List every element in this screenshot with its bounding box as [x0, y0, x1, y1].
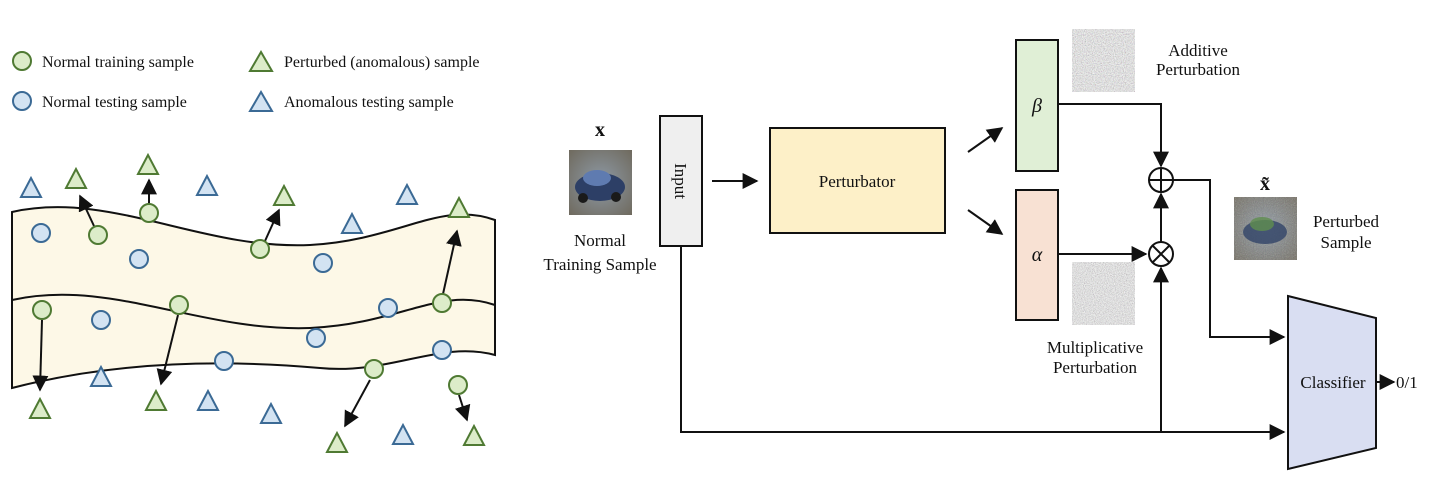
perturbator-label: Perturbator — [819, 172, 896, 191]
anomalous-sample — [196, 388, 220, 411]
multiplicative-line1: Multiplicative — [1047, 338, 1143, 357]
perturbed-sample — [325, 430, 349, 453]
perturbed-sample — [462, 423, 486, 446]
legend-anomalous-testing: Anomalous testing sample — [284, 94, 454, 111]
x-label: x — [595, 119, 605, 141]
perturb-arrow — [156, 314, 179, 386]
perturb-arrow — [454, 394, 471, 422]
perturb-arrow — [264, 208, 281, 242]
anomalous-sample — [195, 173, 219, 196]
beta-block — [1015, 39, 1059, 172]
training-sample — [448, 375, 468, 395]
arrow-input-to-classifier — [680, 246, 1286, 440]
anomalous-sample — [340, 211, 364, 234]
manifold-band — [11, 206, 496, 390]
legend-perturbed-triangle — [248, 50, 274, 72]
perturb-arrow — [442, 229, 462, 295]
anomalous-testing-samples — [19, 173, 419, 445]
training-sample — [169, 295, 189, 315]
perturbed-sample — [28, 396, 52, 419]
anomalous-sample — [395, 182, 419, 205]
arrow-plus-to-classifier — [1173, 179, 1286, 345]
perturb-arrow — [32, 319, 49, 392]
legend-perturbed: Perturbed (anomalous) sample — [284, 54, 480, 71]
output-label: 0/1 — [1396, 373, 1418, 392]
normal-manifold — [11, 206, 496, 390]
classifier-block — [1287, 294, 1377, 471]
normal-training-samples — [32, 203, 468, 395]
training-sample — [88, 225, 108, 245]
perturbed-line2: Sample — [1321, 233, 1372, 252]
training-sample — [32, 300, 52, 320]
pipeline: x Normal Training Sample Input Perturbat… — [543, 29, 1418, 471]
additive-line2: Perturbation — [1156, 60, 1241, 79]
perturbation-arrows — [32, 178, 471, 428]
anomalous-sample — [19, 175, 43, 198]
multiplicative-line2: Perturbation — [1053, 358, 1138, 377]
arrow-perturbator-to-beta — [967, 127, 1004, 153]
testing-sample — [91, 310, 111, 330]
legend-test-circle — [12, 91, 32, 111]
alpha-block — [1015, 189, 1059, 321]
x-tilde-label: x̃ — [1260, 173, 1270, 195]
testing-sample — [432, 340, 452, 360]
legend-normal-testing: Normal testing sample — [42, 94, 187, 111]
perturbed-sample — [64, 166, 88, 189]
perturb-arrow — [78, 194, 95, 227]
legend: Normal training sample Perturbed (anomal… — [12, 50, 480, 112]
input-caption-line2: Training Sample — [543, 255, 656, 274]
legend-train-circle — [12, 51, 32, 71]
perturbed-sample — [447, 195, 471, 218]
input-caption-line1: Normal — [574, 231, 626, 250]
training-sample — [364, 359, 384, 379]
testing-sample — [129, 249, 149, 269]
perturbed-sample-image — [1234, 197, 1297, 260]
plus-operator — [1148, 167, 1174, 193]
perturbed-line1: Perturbed — [1313, 212, 1380, 231]
arrow-beta-to-plus — [1058, 103, 1169, 168]
perturbed-sample — [272, 183, 296, 206]
perturbed-sample — [136, 152, 160, 175]
testing-sample — [31, 223, 51, 243]
testing-sample — [214, 351, 234, 371]
testing-sample — [313, 253, 333, 273]
arrow-perturbator-to-alpha — [967, 209, 1004, 235]
anomalous-sample — [259, 401, 283, 424]
beta-label: β — [1031, 95, 1042, 117]
input-block-label: Input — [671, 163, 690, 199]
anomalous-sample — [89, 364, 113, 387]
perturb-arrow — [344, 379, 371, 428]
perturbator-block — [769, 127, 946, 234]
legend-normal-training: Normal training sample — [42, 54, 194, 71]
legend-anomalous-triangle — [248, 90, 274, 112]
perturbed-samples — [28, 152, 486, 453]
training-sample — [432, 293, 452, 313]
multiplicative-perturbation-image — [1072, 262, 1135, 325]
alpha-label: α — [1032, 244, 1043, 266]
testing-sample — [378, 298, 398, 318]
training-sample — [250, 239, 270, 259]
classifier-label: Classifier — [1300, 373, 1365, 392]
training-sample — [139, 203, 159, 223]
times-operator — [1148, 241, 1174, 267]
additive-perturbation-image — [1072, 29, 1135, 92]
perturbed-sample — [144, 388, 168, 411]
normal-testing-samples — [31, 223, 452, 371]
testing-sample — [306, 328, 326, 348]
anomalous-sample — [391, 422, 415, 445]
additive-line1: Additive — [1168, 41, 1228, 60]
input-image — [569, 150, 632, 215]
